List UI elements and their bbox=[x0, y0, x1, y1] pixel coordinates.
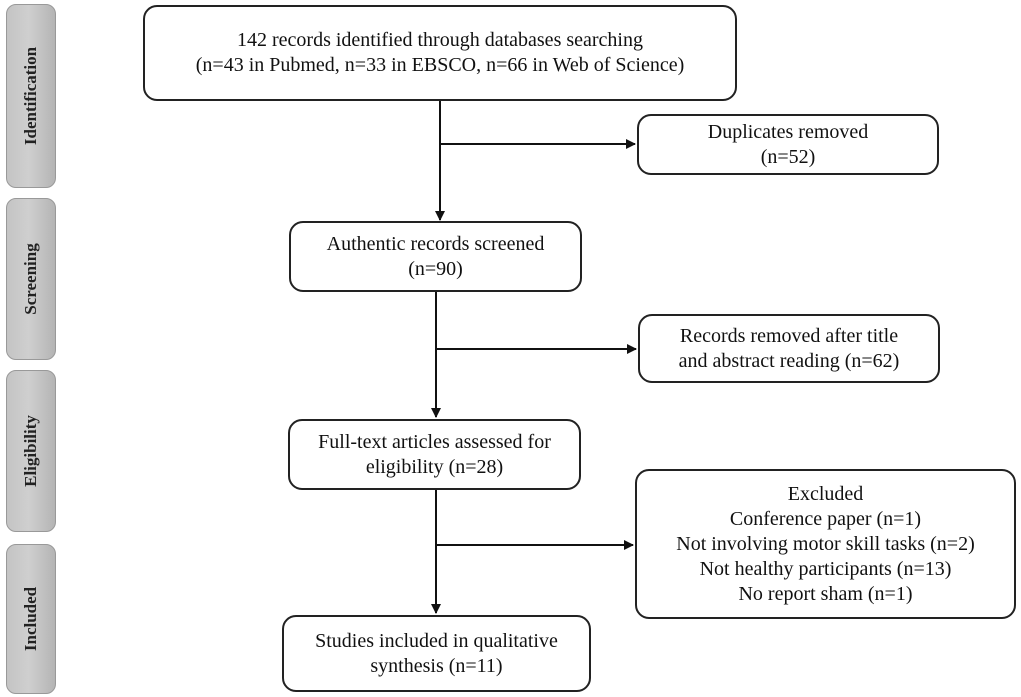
records-screened-box: Authentic records screened (n=90) bbox=[289, 221, 582, 292]
fulltext-assessed-box: Full-text articles assessed for eligibil… bbox=[288, 419, 581, 490]
stage-screening: Screening bbox=[6, 198, 56, 360]
duplicates-removed-line2: (n=52) bbox=[760, 145, 816, 168]
studies-included-line1: Studies included in qualitative bbox=[315, 629, 558, 652]
excluded-reason: Conference paper (n=1) bbox=[729, 507, 922, 530]
records-identified-box: 142 records identified through databases… bbox=[143, 5, 737, 101]
stage-included: Included bbox=[6, 544, 56, 694]
stage-identification: Identification bbox=[6, 4, 56, 188]
excluded-reason: Not healthy participants (n=13) bbox=[699, 557, 952, 580]
fulltext-assessed-line2: eligibility (n=28) bbox=[365, 455, 504, 478]
studies-included-line2: synthesis (n=11) bbox=[370, 654, 503, 677]
duplicates-removed-box: Duplicates removed (n=52) bbox=[637, 114, 939, 175]
stage-eligibility: Eligibility bbox=[6, 370, 56, 532]
excluded-reason: No report sham (n=1) bbox=[738, 582, 913, 605]
records-removed-box: Records removed after title and abstract… bbox=[638, 314, 940, 383]
records-removed-line2: and abstract reading (n=62) bbox=[678, 349, 900, 372]
excluded-box: Excluded Conference paper (n=1) Not invo… bbox=[635, 469, 1016, 619]
records-screened-line1: Authentic records screened bbox=[326, 232, 545, 255]
records-identified-line1: 142 records identified through databases… bbox=[237, 29, 643, 51]
records-identified-line2: (n=43 in Pubmed, n=33 in EBSCO, n=66 in … bbox=[195, 54, 685, 76]
duplicates-removed-line1: Duplicates removed bbox=[707, 120, 869, 143]
excluded-reason: Not involving motor skill tasks (n=2) bbox=[676, 532, 975, 555]
studies-included-box: Studies included in qualitative synthesi… bbox=[282, 615, 591, 692]
fulltext-assessed-line1: Full-text articles assessed for bbox=[318, 430, 551, 453]
excluded-title: Excluded bbox=[787, 482, 864, 505]
records-screened-line2: (n=90) bbox=[408, 257, 463, 280]
records-removed-line1: Records removed after title bbox=[679, 324, 899, 347]
